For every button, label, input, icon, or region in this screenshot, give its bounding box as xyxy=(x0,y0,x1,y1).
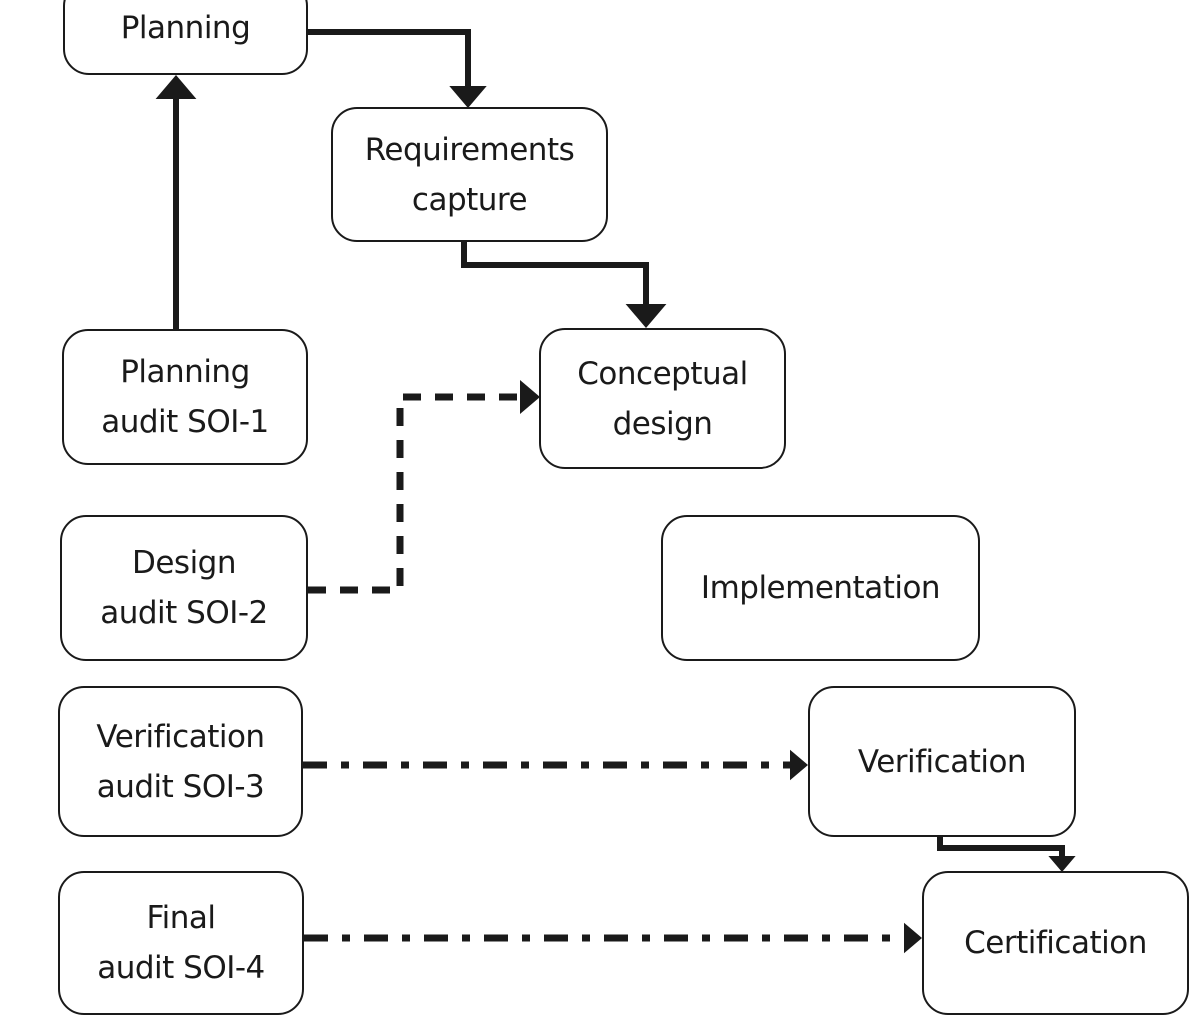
edge-design-audit-soi-2-to-conceptual-design xyxy=(308,380,540,594)
node-label: Conceptual xyxy=(577,355,748,392)
node-label: audit SOI-2 xyxy=(100,595,268,631)
node-requirements-capture: Requirements capture xyxy=(331,107,608,242)
arrowhead-icon xyxy=(449,86,487,108)
node-label: Planning xyxy=(120,9,251,46)
node-label: Planning xyxy=(120,354,250,390)
edge-requirements-capture-to-conceptual-design xyxy=(461,242,667,328)
arrowhead-icon xyxy=(625,304,667,328)
node-label: Design xyxy=(131,545,237,581)
node-label: Verification xyxy=(857,743,1027,780)
node-planning-audit-soi-1: Planning audit SOI-1 xyxy=(62,329,308,465)
edge-line xyxy=(461,242,649,304)
node-conceptual-design: Conceptual design xyxy=(539,328,786,469)
edge-line xyxy=(937,837,1065,856)
node-verification-audit-soi-3: Verification audit SOI-3 xyxy=(58,686,303,837)
edge-line xyxy=(308,29,471,86)
node-final-audit-soi-4: Final audit SOI-4 xyxy=(58,871,304,1015)
node-label: Verification xyxy=(96,718,265,755)
edge-line xyxy=(308,393,520,594)
edge-planning-audit-soi-1-to-planning xyxy=(155,75,197,329)
node-label: design xyxy=(612,405,713,442)
edge-verification-to-certification xyxy=(937,837,1076,872)
node-label: audit SOI-3 xyxy=(96,768,265,805)
node-label: audit SOI-1 xyxy=(101,404,269,440)
node-verification: Verification xyxy=(808,686,1076,837)
arrowhead-icon xyxy=(904,922,922,954)
edge-verification-audit-soi-3-to-verification xyxy=(303,749,808,781)
arrowhead-icon xyxy=(155,75,197,99)
node-label: Certification xyxy=(964,925,1147,961)
arrowhead-icon xyxy=(1048,856,1076,872)
node-label: Final xyxy=(146,900,216,936)
node-certification: Certification xyxy=(922,871,1189,1015)
node-design-audit-soi-2: Design audit SOI-2 xyxy=(60,515,308,661)
node-label: audit SOI-4 xyxy=(97,950,265,986)
arrowhead-icon xyxy=(790,749,808,781)
node-planning: Planning xyxy=(63,0,308,75)
node-label: Requirements xyxy=(364,131,575,168)
edge-planning-to-requirements-capture xyxy=(308,29,487,108)
node-implementation: Implementation xyxy=(661,515,980,661)
node-label: Implementation xyxy=(700,570,941,606)
node-label: capture xyxy=(411,181,528,218)
arrowhead-icon xyxy=(520,380,540,414)
edge-final-audit-soi-4-to-certification xyxy=(304,922,922,954)
